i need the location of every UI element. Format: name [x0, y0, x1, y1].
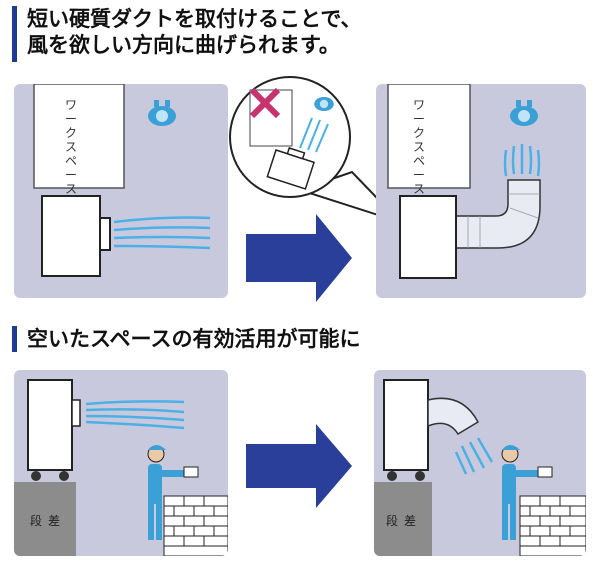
work-space-label: ワークスペース [412, 98, 425, 196]
bent-duct [453, 179, 541, 249]
worker-icon [501, 445, 553, 540]
step-platform [14, 482, 76, 556]
spot-cooler-unit [399, 195, 457, 279]
tilted-cooler-icon [266, 147, 315, 190]
heading-section2: 空いたスペースの有効活用が可能に [27, 327, 361, 351]
after-illustration-bottom [374, 379, 586, 556]
worker-icon [147, 445, 199, 540]
after-panel-bottom: 段差 [374, 370, 586, 556]
step-label: 段差 [30, 514, 67, 528]
work-space-area [33, 84, 125, 189]
before-illustration-top [33, 84, 211, 277]
before-panel-bottom: 段差 [14, 370, 228, 556]
brick-stack [163, 495, 228, 556]
cross-icon [249, 87, 281, 119]
bent-duct [427, 397, 479, 436]
callout-circle [229, 76, 351, 198]
operator-top-view-icon [148, 100, 176, 126]
operator-small-icon [314, 97, 334, 111]
step-platform [374, 482, 432, 556]
heading-line-2: 風を欲しい方向に曲げられます。 [27, 33, 340, 57]
accent-bar [12, 6, 17, 62]
wind-lines-down [454, 437, 494, 475]
after-illustration-top [387, 84, 541, 279]
step-label: 段差 [386, 514, 423, 528]
callout-wind-lines [299, 117, 329, 153]
before-illustration-bottom [14, 379, 228, 556]
heading-line-1: 短い硬質ダクトを取付けることで、 [27, 7, 362, 31]
operator-top-view-icon [510, 100, 538, 126]
spot-cooler-unit [383, 379, 429, 471]
work-space-label: ワークスペース [64, 98, 77, 196]
cooler-outlet [99, 217, 111, 251]
wind-lines-up [503, 144, 541, 177]
before-panel-top: ワークスペース [14, 84, 228, 298]
after-panel-top: ワークスペース [376, 84, 586, 298]
wind-lines [113, 216, 211, 250]
spot-cooler-unit [27, 379, 73, 471]
section2-heading: 空いたスペースの有効活用が可能に [12, 326, 360, 352]
wind-lines [85, 400, 185, 430]
work-space-area [387, 84, 471, 189]
brick-stack [519, 495, 586, 556]
cooler-outlet [71, 399, 81, 427]
section1-heading: 短い硬質ダクトを取付けることで、 風を欲しい方向に曲げられます。 [12, 6, 362, 62]
duct-ribs [467, 193, 540, 248]
accent-bar [12, 326, 17, 352]
spot-cooler-unit [41, 195, 101, 277]
